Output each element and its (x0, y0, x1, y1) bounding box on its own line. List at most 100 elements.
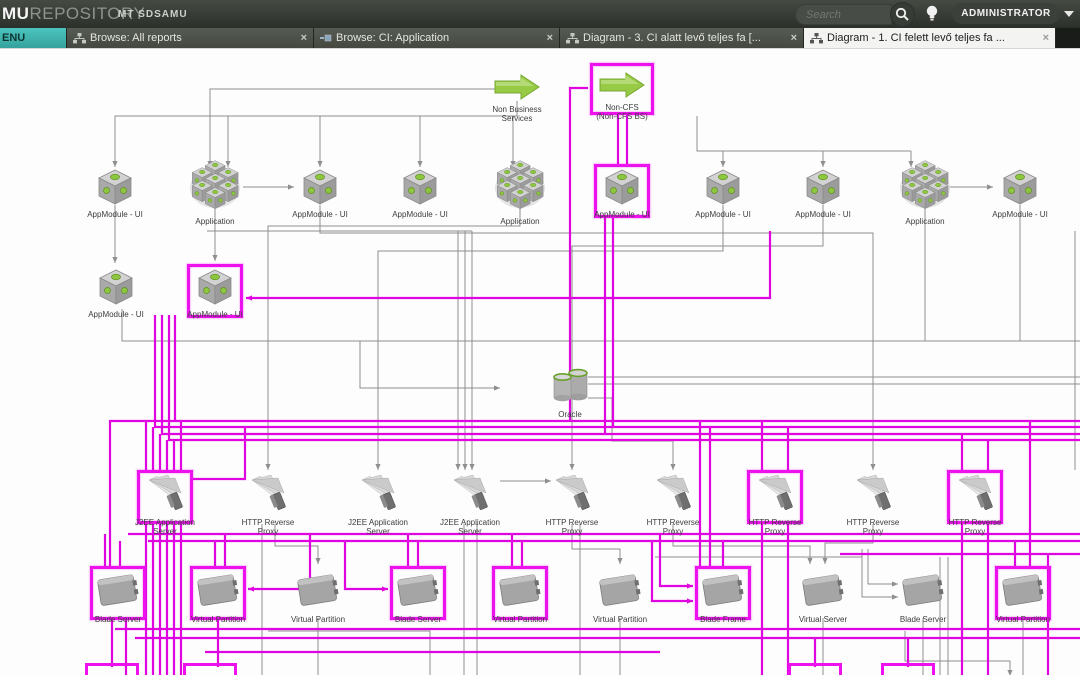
tab-diagram-3-ci-alatt-lev-teljes-[interactable]: Diagram - 3. CI alatt levő teljes fa [..… (560, 28, 804, 48)
chevron-down-icon[interactable] (1064, 11, 1074, 17)
diagram-node-appmodule-ui-3[interactable]: AppModule - UI (372, 169, 468, 220)
diagram-node-appmodule-ui-9[interactable]: AppModule - UI (167, 269, 263, 320)
ci-cube-icon (303, 169, 337, 205)
diagram-node-appmodule-ui-1[interactable]: AppModule - UI (67, 169, 163, 220)
tab-browse-ci-application[interactable]: Browse: CI: Application× (314, 28, 560, 48)
node-label: Oracle (558, 410, 582, 419)
node-label: Blade Frame (700, 615, 746, 624)
diagram-node-virtual-server-1[interactable]: Virtual Server (775, 568, 871, 625)
diagram-node-appmodule-ui-2[interactable]: AppModule - UI (272, 169, 368, 220)
diagram-node-virtual-partition-3[interactable]: Virtual Partition (472, 568, 568, 625)
tab-close-icon[interactable]: × (1042, 32, 1049, 44)
sitemap-icon (566, 32, 579, 44)
ci-cube-icon (198, 269, 232, 305)
diagram-node-oracle-db[interactable]: Oracle (522, 367, 618, 420)
diagram-node-non-cfs-bs[interactable]: Non-CFS(Non-CFS BS) (574, 72, 670, 121)
selection-highlight-box (90, 566, 146, 620)
application-server-wedge-icon (361, 474, 396, 510)
logo-bold: MU (2, 4, 30, 23)
node-label: Virtual Partition (190, 615, 246, 624)
tab-close-icon[interactable]: × (300, 32, 307, 44)
diagram-node-appmodule-ui-7[interactable]: AppModule - UI (972, 169, 1068, 220)
server-blade-icon (702, 574, 744, 606)
diagram-node-virtual-partition-2[interactable]: Virtual Partition (270, 568, 366, 625)
server-blade-icon (1002, 574, 1044, 606)
tab-label: Diagram - 3. CI alatt levő teljes fa [..… (583, 32, 761, 44)
diagram-node-blade-frame-1[interactable]: Blade Frame (675, 568, 771, 625)
node-label: Application (500, 217, 540, 226)
diagram-node-appmodule-ui-8[interactable]: AppModule - UI (68, 269, 164, 320)
tab-enu[interactable]: ENU (0, 28, 67, 48)
diagram-edges (103, 86, 1080, 675)
node-label: AppModule - UI (695, 210, 751, 219)
node-label: AppModule - UI (87, 210, 143, 219)
selection-highlight-box (695, 566, 751, 620)
ci-cube-icon (806, 169, 840, 205)
tab-diagram-1-ci-felett-lev-teljes[interactable]: Diagram - 1. CI felett levő teljes fa ..… (804, 28, 1056, 48)
server-blade-icon (297, 574, 339, 606)
diagram-node-appmodule-ui-4[interactable]: AppModule - UI (574, 169, 670, 220)
node-label: Blade Server (899, 615, 947, 624)
diagram-node-application-2[interactable]: Application (472, 160, 568, 227)
search-input[interactable] (804, 6, 888, 23)
tab-label: Diagram - 1. CI felett levő teljes fa ..… (827, 32, 1005, 44)
diagram-node-blade-server-1[interactable]: Blade Server (70, 568, 166, 625)
tab-browse-all-reports[interactable]: Browse: All reports× (67, 28, 314, 48)
diagram-node-appmodule-ui-6[interactable]: AppModule - UI (775, 169, 871, 220)
ci-cube-icon (605, 169, 639, 205)
diagram-node-blade-server-2[interactable]: Blade Server (370, 568, 466, 625)
node-label: Virtual Partition (492, 615, 548, 624)
server-blade-icon (802, 574, 844, 606)
application-server-wedge-icon (251, 474, 286, 510)
application-server-wedge-icon (453, 474, 488, 510)
tab-close-icon[interactable]: × (546, 32, 553, 44)
server-blade-icon (599, 574, 641, 606)
diagram-node-application-3[interactable]: Application (877, 160, 973, 227)
node-label: AppModule - UI (992, 210, 1048, 219)
diagram-node-virtual-partition-4[interactable]: Virtual Partition (572, 568, 668, 625)
ci-cube-cluster-icon (900, 160, 950, 210)
diagram-node-virtual-partition-1[interactable]: Virtual Partition (170, 568, 266, 625)
selection-highlight-box-partial (85, 663, 139, 675)
selection-highlight-box (187, 264, 243, 318)
diagram-node-application-1[interactable]: Application (167, 160, 263, 227)
selection-highlight-box (995, 566, 1051, 620)
diagram-node-appmodule-ui-5[interactable]: AppModule - UI (675, 169, 771, 220)
diagram-node-blade-server-3[interactable]: Blade Server (875, 568, 971, 625)
diagram-node-virtual-partition-5[interactable]: Virtual Partition (975, 568, 1071, 625)
help-bulb-button[interactable] (925, 4, 939, 24)
node-label: AppModule - UI (187, 310, 243, 319)
node-label: Application (195, 217, 235, 226)
node-label: AppModule - UI (292, 210, 348, 219)
server-blade-icon (499, 574, 541, 606)
sitemap-icon (73, 32, 86, 44)
application-server-wedge-icon (148, 474, 183, 510)
user-menu-button[interactable]: ADMINISTRATOR (952, 3, 1060, 24)
node-label: Non-CFS(Non-CFS BS) (596, 103, 648, 121)
search-box[interactable] (795, 4, 892, 25)
node-label: Virtual Partition (995, 615, 1051, 624)
ci-cube-cluster-icon (495, 160, 545, 210)
node-label: AppModule - UI (392, 210, 448, 219)
tab-close-icon[interactable]: × (790, 32, 797, 44)
business-service-arrow-icon (599, 72, 645, 98)
search-button[interactable] (890, 2, 915, 27)
tab-label: ENU (2, 32, 26, 44)
application-server-wedge-icon (758, 474, 793, 510)
